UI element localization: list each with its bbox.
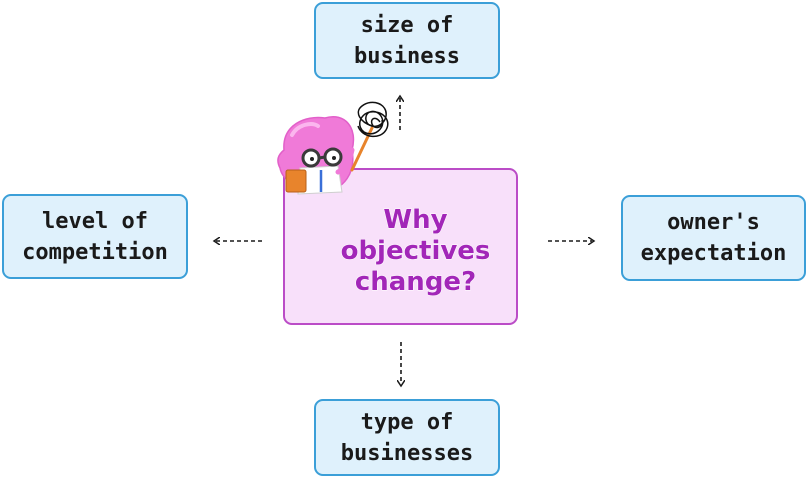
center-title: Why objectives change? bbox=[340, 205, 491, 298]
center-node: Why objectives change? bbox=[283, 168, 518, 325]
node-type-of-businesses: type of businesses bbox=[314, 399, 500, 476]
node-size-of-business: size of business bbox=[314, 2, 500, 79]
node-owners-expectation: owner's expectation bbox=[621, 195, 806, 281]
scribble-sign-icon bbox=[357, 101, 389, 138]
node-level-of-competition: level of competition bbox=[2, 194, 188, 279]
